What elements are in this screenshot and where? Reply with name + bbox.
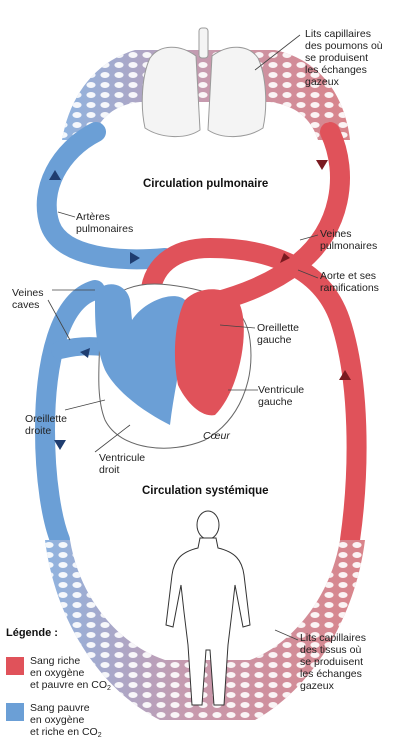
title-systemic-circulation: Circulation systémique — [142, 485, 269, 497]
label-lung-capillaries: Lits capillaires des poumons où se produ… — [305, 28, 383, 88]
label-left-atrium: Oreillette gauche — [257, 322, 299, 346]
label-pulmonary-arteries: Artères pulmonaires — [76, 211, 133, 235]
label-right-ventricle: Ventricule droit — [99, 452, 145, 476]
label-tissue-capillaries: Lits capillaires des tissus où se produi… — [300, 632, 366, 692]
legend-title: Légende : — [6, 627, 58, 639]
legend-deoxy-line2: en oxygène — [30, 714, 102, 726]
legend-oxy-line3-prefix: et pauvre en CO — [30, 679, 107, 691]
label-pulmonary-veins: Veines pulmonaires — [320, 228, 377, 252]
legend-oxy-line3: et pauvre en CO2 — [30, 679, 111, 695]
legend-oxy-sub: 2 — [107, 685, 111, 692]
label-aorta: Aorte et ses ramifications — [320, 270, 379, 294]
label-right-atrium: Oreillette droite — [25, 413, 67, 437]
legend-swatch-deoxygenated — [6, 703, 24, 721]
legend-oxy-line2: en oxygène — [30, 667, 111, 679]
pulmonary-arteries — [47, 132, 165, 259]
label-left-ventricle: Ventricule gauche — [258, 384, 304, 408]
legend-deoxy-sub: 2 — [98, 732, 102, 739]
legend-oxy-line1: Sang riche — [30, 655, 111, 667]
title-pulmonary-circulation: Circulation pulmonaire — [143, 178, 268, 190]
legend-deoxy-line3-prefix: et riche en CO — [30, 726, 98, 738]
legend-oxygenated-text: Sang riche en oxygène et pauvre en CO2 — [30, 655, 111, 695]
label-venae-cavae: Veines caves — [12, 287, 44, 311]
legend-deoxy-line3: et riche en CO2 — [30, 726, 102, 742]
legend-deoxygenated-text: Sang pauvre en oxygène et riche en CO2 — [30, 702, 102, 742]
label-heart: Cœur — [203, 430, 230, 442]
legend-deoxy-line1: Sang pauvre — [30, 702, 102, 714]
legend-swatch-oxygenated — [6, 657, 24, 675]
